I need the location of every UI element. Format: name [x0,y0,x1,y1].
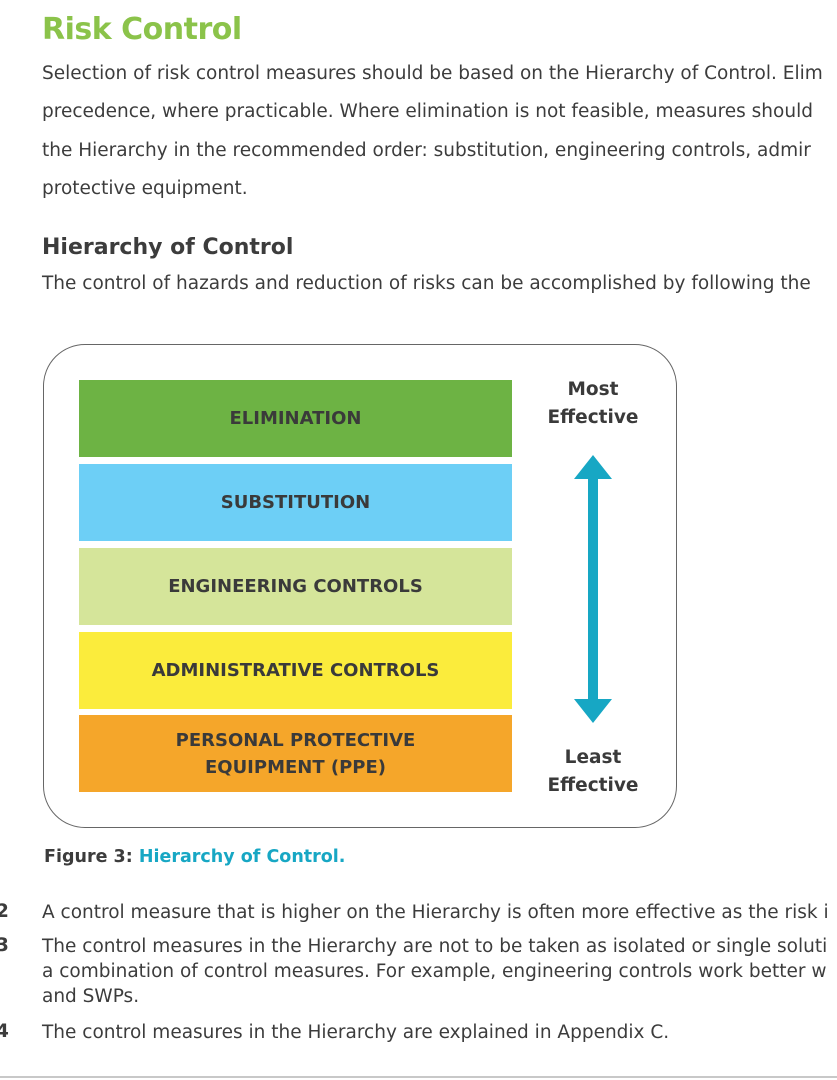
level-substitution-label: SUBSTITUTION [220,492,371,513]
paragraph-2-line-1: The control measures in the Hierarchy ar… [42,936,828,957]
footer-divider [0,1076,837,1078]
most-effective-line2: Effective [547,407,639,428]
least-effective-line1: Least [564,747,622,768]
paragraph-2-line-3: and SWPs. [42,986,140,1007]
level-engineering-controls: ENGINEERING CONTROLS [79,548,512,625]
level-administrative-label: ADMINISTRATIVE CONTROLS [151,660,440,681]
level-elimination-label: ELIMINATION [229,408,362,429]
level-ppe-label-line1: PERSONAL PROTECTIVE [175,729,416,751]
most-effective-label: Most Effective [533,376,653,432]
level-elimination: ELIMINATION [79,380,512,457]
page-title: Risk Control [42,12,242,47]
figure-frame [43,344,677,828]
level-administrative-controls: ADMINISTRATIVE CONTROLS [79,632,512,709]
figure-caption: Figure 3: Hierarchy of Control. [44,847,345,867]
double-arrow-icon [574,455,612,723]
paragraph-2-line-2: a combination of control measures. For e… [42,961,827,982]
level-ppe-label-line2: EQUIPMENT (PPE) [204,756,387,778]
level-ppe: PERSONAL PROTECTIVE EQUIPMENT (PPE) [79,715,512,792]
level-engineering-label: ENGINEERING CONTROLS [168,576,423,597]
least-effective-label: Least Effective [533,744,653,800]
intro-line-4: protective equipment. [42,178,248,199]
paragraph-3-line-1: The control measures in the Hierarchy ar… [42,1022,670,1043]
paragraph-number: 2 [0,901,9,922]
caption-label: Figure 3: [44,847,133,867]
intro-line-1: Selection of risk control measures shoul… [42,63,823,84]
intro-line-2: precedence, where practicable. Where eli… [42,101,813,122]
section-intro: The control of hazards and reduction of … [42,273,811,294]
paragraph-1-line-1: A control measure that is higher on the … [42,902,829,923]
section-heading: Hierarchy of Control [42,235,294,260]
caption-title: Hierarchy of Control. [138,847,346,867]
most-effective-line1: Most [567,379,619,400]
level-substitution: SUBSTITUTION [79,464,512,541]
paragraph-number: 3 [0,935,9,956]
intro-line-3: the Hierarchy in the recommended order: … [42,140,811,161]
paragraph-number: 4 [0,1021,9,1042]
least-effective-line2: Effective [547,775,639,796]
